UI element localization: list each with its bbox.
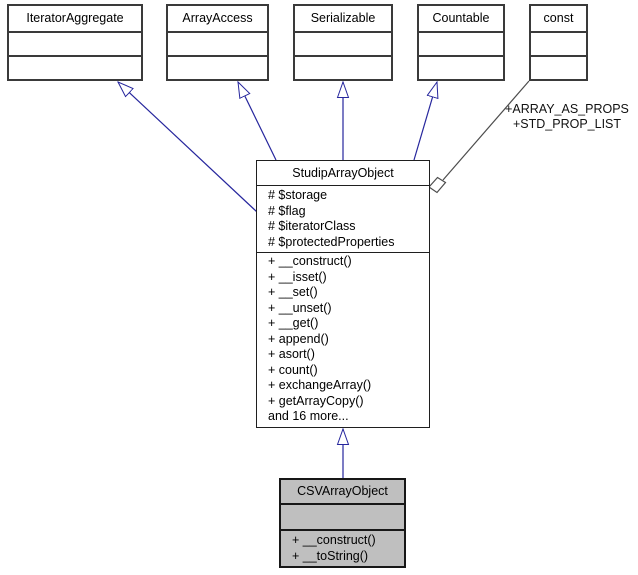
usage-edge-const bbox=[442, 80, 530, 181]
method: + __isset() bbox=[268, 269, 327, 284]
class-name: StudipArrayObject bbox=[257, 161, 429, 186]
method: + __toString() bbox=[292, 548, 369, 563]
const-edge-label-line2: +STD_PROP_LIST bbox=[512, 117, 622, 131]
method: + getArrayCopy() bbox=[268, 393, 364, 408]
attribute: # $flag bbox=[268, 203, 306, 218]
methods-compartment-empty bbox=[295, 57, 391, 79]
attribute: # $protectedProperties bbox=[268, 234, 395, 249]
node-studip-array-object[interactable]: StudipArrayObject # $storage # $flag # $… bbox=[256, 160, 430, 428]
const-edge-label: +ARRAY_AS_PROPS +STD_PROP_LIST bbox=[497, 102, 637, 132]
attribute: # $iteratorClass bbox=[268, 219, 356, 233]
node-csv-array-object[interactable]: CSVArrayObject + __construct() + __toStr… bbox=[279, 478, 406, 568]
attributes-compartment: # $storage # $flag # $iteratorClass # $p… bbox=[257, 186, 429, 253]
class-name: ArrayAccess bbox=[168, 6, 267, 33]
node-countable[interactable]: Countable bbox=[417, 4, 505, 81]
method: + asort() bbox=[268, 347, 315, 361]
inheritance-edge-array-access bbox=[238, 82, 277, 161]
method: + __get() bbox=[268, 316, 319, 330]
method: + __construct() bbox=[268, 254, 352, 268]
method: + __unset() bbox=[268, 300, 332, 315]
class-name: IteratorAggregate bbox=[9, 6, 141, 33]
class-name: Countable bbox=[419, 6, 503, 33]
methods-compartment: + __construct() + __toString() bbox=[281, 531, 404, 564]
method: + append() bbox=[268, 331, 329, 346]
node-iterator-aggregate[interactable]: IteratorAggregate bbox=[7, 4, 143, 81]
attribute: # $storage bbox=[268, 188, 328, 202]
methods-compartment-empty bbox=[168, 57, 267, 79]
methods-compartment: + __construct() + __isset() + __set() + … bbox=[257, 253, 429, 425]
method: + __construct() bbox=[292, 533, 376, 547]
attributes-compartment-empty bbox=[531, 33, 586, 57]
const-edge-label-line1: +ARRAY_AS_PROPS bbox=[505, 102, 629, 116]
class-name: const bbox=[531, 6, 586, 33]
inheritance-edge-countable bbox=[413, 82, 437, 161]
attributes-compartment-empty bbox=[9, 33, 141, 57]
aggregation-diamond bbox=[428, 176, 447, 194]
methods-compartment-empty bbox=[9, 57, 141, 79]
class-name: CSVArrayObject bbox=[281, 480, 404, 505]
node-const[interactable]: const bbox=[529, 4, 588, 81]
methods-compartment-empty bbox=[419, 57, 503, 79]
inheritance-edge-iterator-aggregate bbox=[118, 82, 258, 213]
method: + __set() bbox=[268, 285, 318, 299]
method: + exchangeArray() bbox=[268, 378, 372, 392]
attributes-compartment-empty bbox=[168, 33, 267, 57]
class-name: Serializable bbox=[295, 6, 391, 33]
attributes-compartment-empty bbox=[419, 33, 503, 57]
node-array-access[interactable]: ArrayAccess bbox=[166, 4, 269, 81]
attributes-compartment-empty bbox=[281, 505, 404, 531]
methods-more-indicator: and 16 more... bbox=[268, 409, 349, 423]
methods-compartment-empty bbox=[531, 57, 586, 79]
attributes-compartment-empty bbox=[295, 33, 391, 57]
method: + count() bbox=[268, 362, 318, 377]
node-serializable[interactable]: Serializable bbox=[293, 4, 393, 81]
